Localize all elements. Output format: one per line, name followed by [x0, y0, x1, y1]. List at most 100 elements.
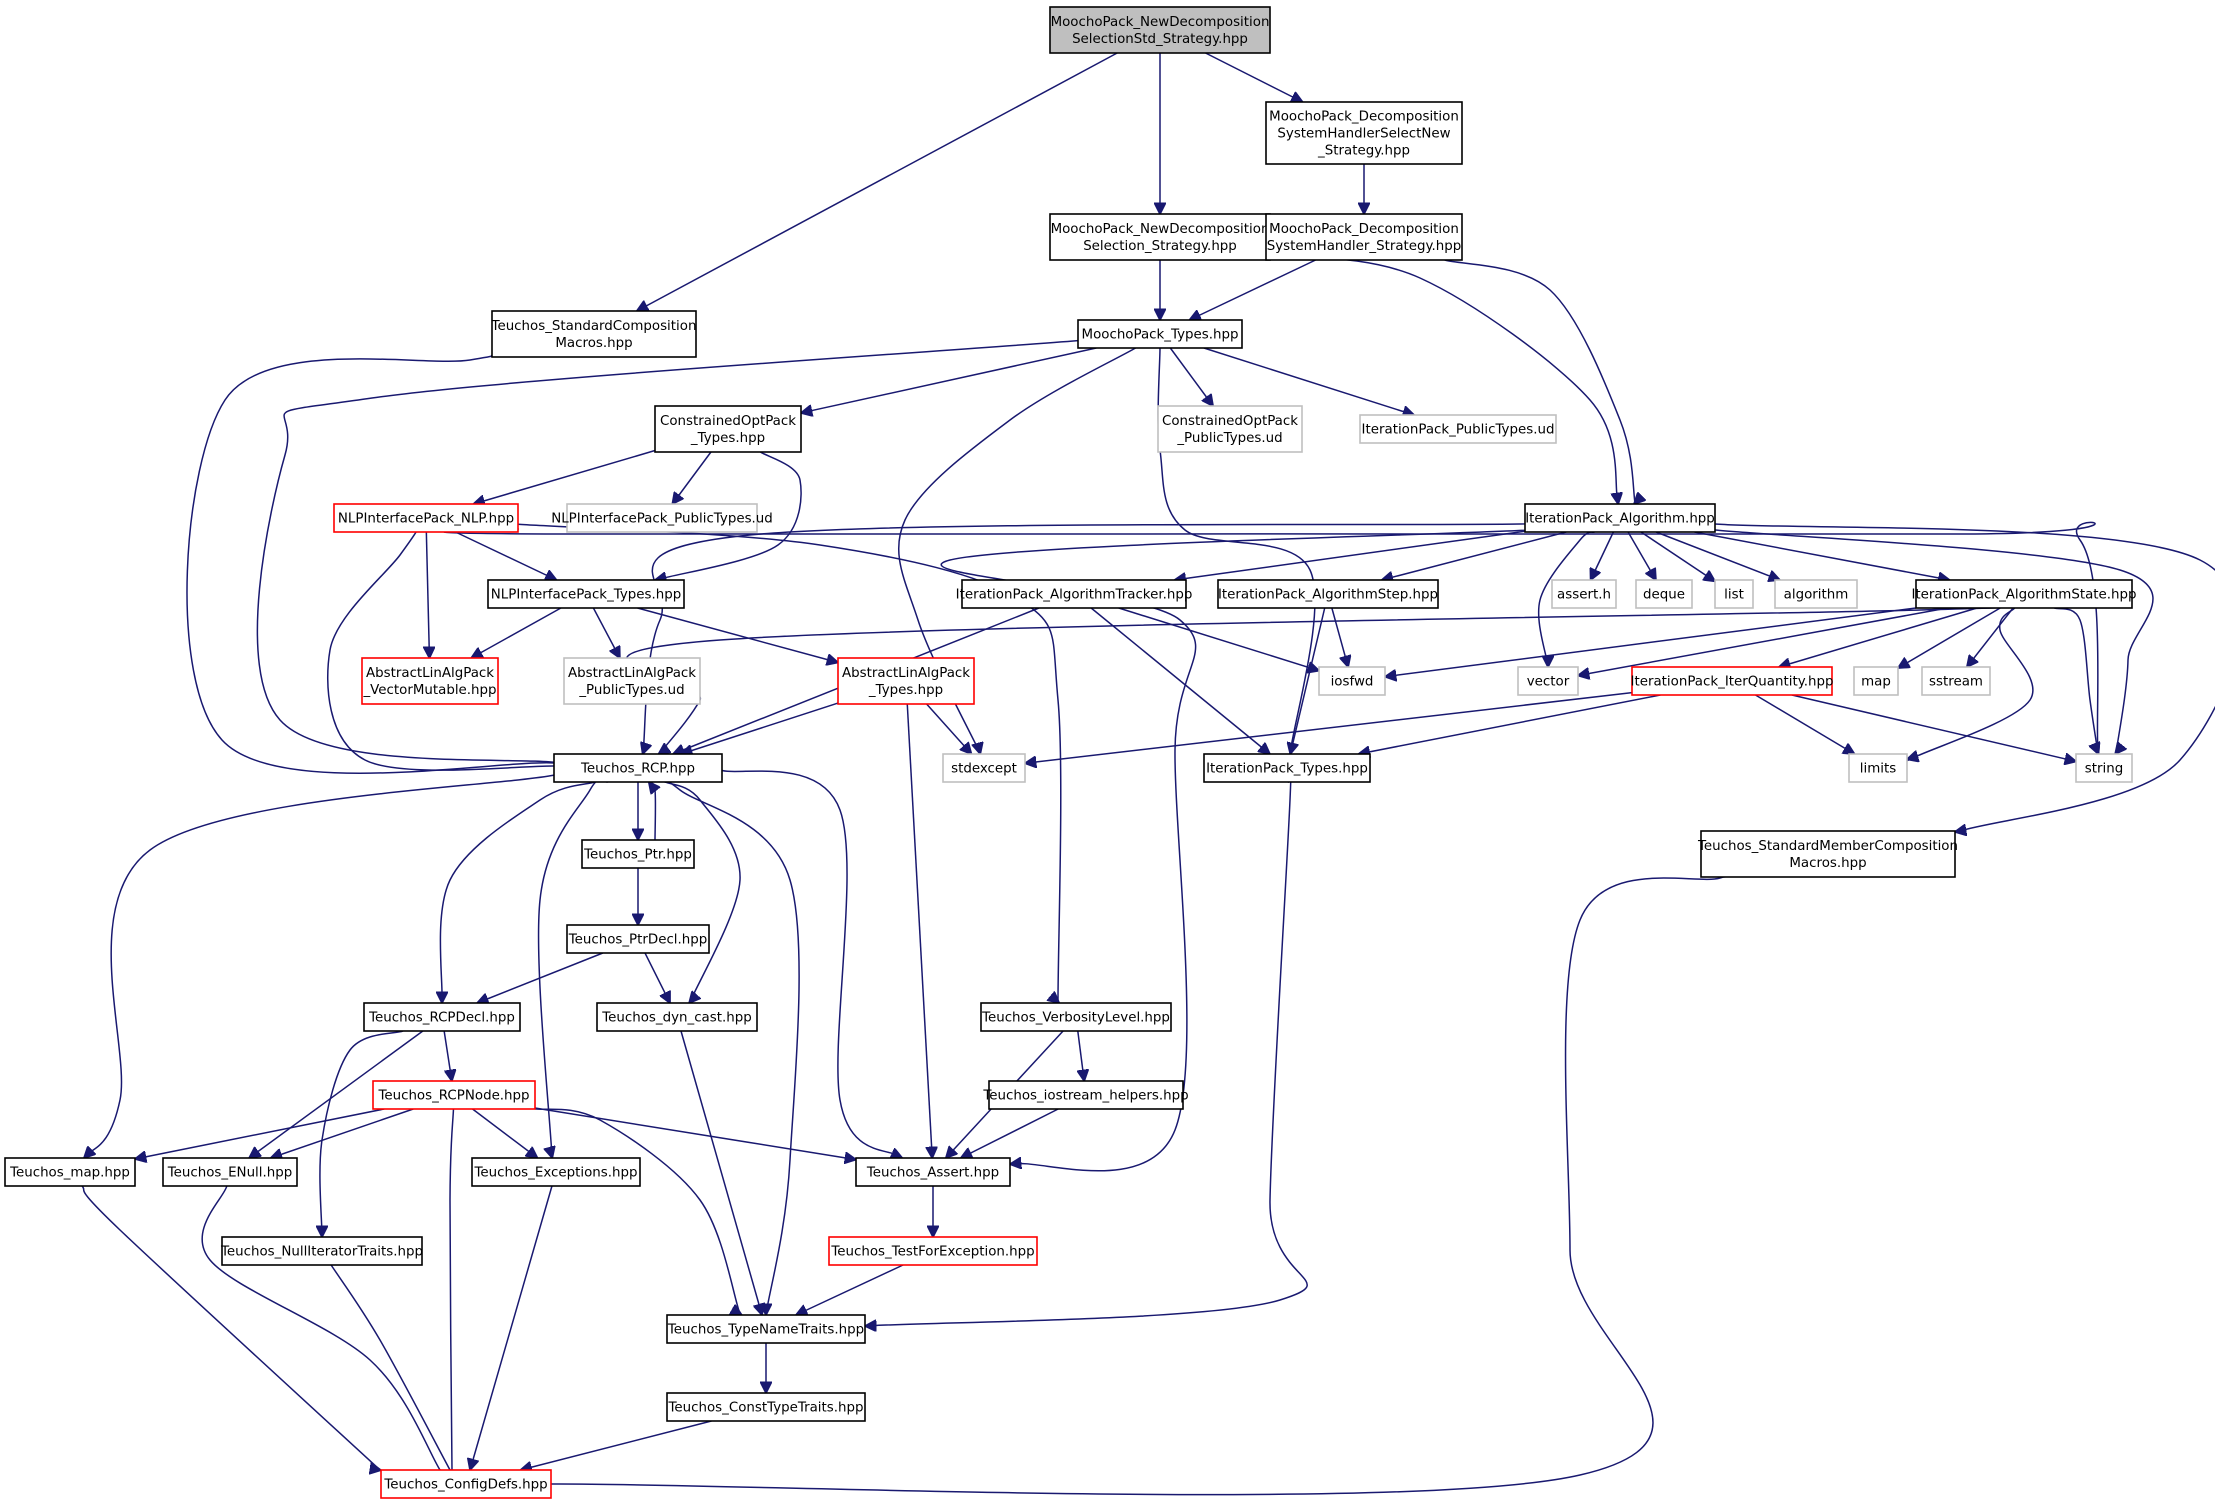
node-limits: limits [1848, 753, 1908, 783]
node-nlpt[interactable]: NLPInterfacePack_Types.hpp [487, 579, 685, 609]
node-label: list [1724, 587, 1744, 602]
node-enull[interactable]: Teuchos_ENull.hpp [162, 1157, 298, 1187]
edge-dshs-to-ipa [1444, 259, 1636, 511]
node-ipat[interactable]: IterationPack_AlgorithmTracker.hpp [956, 579, 1193, 609]
node-copt[interactable]: ConstrainedOptPack_Types.hpp [654, 405, 802, 453]
node-label: Selection_Strategy.hpp [1083, 239, 1237, 254]
node-label: MoochoPack_Types.hpp [1082, 327, 1239, 342]
node-box [487, 579, 685, 609]
edge-ipa-to-rcp [642, 522, 1580, 764]
edge-rcpnode-to-cdefs [450, 1108, 453, 1491]
node-box [961, 579, 1187, 609]
node-label: AbstractLinAlgPack [366, 666, 494, 681]
node-box [1077, 319, 1243, 349]
node-box [666, 1392, 866, 1422]
node-iq[interactable]: IterationPack_IterQuantity.hpp [1631, 666, 1834, 696]
node-rcp[interactable]: Teuchos_RCP.hpp [553, 753, 723, 783]
edge-nds-to-ipa [1269, 253, 1620, 512]
node-label: NLPInterfacePack_PublicTypes.ud [551, 511, 773, 526]
node-label: _VectorMutable.hpp [362, 683, 496, 698]
node-rcpdecl[interactable]: Teuchos_RCPDecl.hpp [363, 1002, 521, 1032]
node-sstream: sstream [1921, 666, 1991, 696]
node-coptud: ConstrainedOptPack_PublicTypes.ud [1157, 405, 1303, 453]
node-box [1631, 666, 1833, 696]
node-label: Teuchos_StandardMemberComposition [1697, 839, 1958, 854]
node-label: Teuchos_StandardComposition [491, 319, 697, 334]
node-map: map [1853, 666, 1899, 696]
node-exc[interactable]: Teuchos_Exceptions.hpp [471, 1157, 641, 1187]
node-label: NLPInterfacePack_Types.hpp [491, 587, 681, 602]
node-ipt[interactable]: IterationPack_Types.hpp [1203, 753, 1371, 783]
node-label: limits [1860, 761, 1896, 776]
node-dshsns[interactable]: MoochoPack_DecompositionSystemHandlerSel… [1265, 101, 1463, 165]
node-box [1714, 579, 1754, 609]
node-label: Teuchos_RCP.hpp [580, 761, 695, 776]
edge-rcpnode-to-tmap [135, 1108, 385, 1159]
node-box [1265, 101, 1463, 165]
node-verb[interactable]: Teuchos_VerbosityLevel.hpp [980, 1002, 1172, 1032]
node-tassert[interactable]: Teuchos_Assert.hpp [855, 1157, 1011, 1187]
node-smcm[interactable]: Teuchos_StandardMemberCompositionMacros.… [1697, 830, 1958, 878]
node-label: Teuchos_dyn_cast.hpp [601, 1010, 752, 1025]
node-tmap[interactable]: Teuchos_map.hpp [4, 1157, 136, 1187]
edge-ipa-to-ipas [1382, 531, 1567, 580]
node-ipast[interactable]: IterationPack_AlgorithmState.hpp [1911, 579, 2137, 609]
node-label: Teuchos_Exceptions.hpp [474, 1165, 638, 1180]
node-ioh[interactable]: Teuchos_iostream_helpers.hpp [982, 1080, 1189, 1110]
node-nds[interactable]: MoochoPack_NewDecompositionSelection_Str… [1049, 213, 1271, 261]
edge-ipt-to-tnt [834, 763, 1308, 1328]
node-label: IterationPack_IterQuantity.hpp [1631, 674, 1834, 689]
node-label: IterationPack_AlgorithmStep.hpp [1218, 587, 1438, 602]
node-rcpnode[interactable]: Teuchos_RCPNode.hpp [372, 1080, 536, 1110]
node-tfe[interactable]: Teuchos_TestForException.hpp [828, 1236, 1038, 1266]
node-ptr[interactable]: Teuchos_Ptr.hpp [581, 839, 695, 869]
edge-ipa-to-deque [1627, 531, 1656, 580]
edge-ipast-to-iosfwd [1385, 607, 1917, 677]
node-label: Teuchos_RCPDecl.hpp [368, 1010, 515, 1025]
edge-nlp-to-alvm [426, 531, 429, 658]
edge-alt-to-tassert [906, 703, 932, 1158]
node-nlp[interactable]: NLPInterfacePack_NLP.hpp [333, 503, 519, 533]
edge-nlpt-to-alt [637, 607, 838, 663]
node-dshs[interactable]: MoochoPack_DecompositionSystemHandler_St… [1265, 213, 1463, 261]
node-label: MoochoPack_NewDecomposition [1051, 15, 1270, 30]
node-stdexcept: stdexcept [942, 753, 1026, 783]
edge-alt-to-rcp [681, 702, 839, 754]
node-label: Teuchos_VerbosityLevel.hpp [981, 1010, 1170, 1025]
node-label: string [2085, 761, 2123, 776]
node-asserth: assert.h [1551, 579, 1617, 609]
node-tnt[interactable]: Teuchos_TypeNameTraits.hpp [666, 1314, 866, 1344]
node-dyncast[interactable]: Teuchos_dyn_cast.hpp [596, 1002, 758, 1032]
node-algorithm: algorithm [1774, 579, 1858, 609]
node-alvm[interactable]: AbstractLinAlgPack _VectorMutable.hpp [361, 657, 499, 705]
node-ipa[interactable]: IterationPack_Algorithm.hpp [1524, 503, 1716, 533]
node-box [563, 657, 701, 705]
node-cdefs[interactable]: Teuchos_ConfigDefs.hpp [380, 1469, 552, 1499]
node-label: iosfwd [1331, 674, 1374, 689]
node-label: vector [1527, 674, 1570, 689]
node-ctt[interactable]: Teuchos_ConstTypeTraits.hpp [666, 1392, 866, 1422]
node-ptrdecl[interactable]: Teuchos_PtrDecl.hpp [566, 924, 710, 954]
edge-ptr-to-rcp [649, 782, 656, 845]
node-box [1915, 579, 2133, 609]
edge-ipas-to-ipt [1290, 607, 1326, 754]
node-label: _PublicTypes.ud [1176, 431, 1282, 446]
node-mpt[interactable]: MoochoPack_Types.hpp [1077, 319, 1243, 349]
edge-ipast-to-vector [1578, 607, 1948, 676]
node-ipas[interactable]: IterationPack_AlgorithmStep.hpp [1217, 579, 1439, 609]
node-box [581, 839, 695, 869]
node-root[interactable]: MoochoPack_NewDecompositionSelectionStd_… [1049, 6, 1271, 54]
node-box [1517, 666, 1579, 696]
node-nit[interactable]: Teuchos_NullIteratorTraits.hpp [220, 1236, 423, 1266]
node-box [596, 1002, 758, 1032]
edge-ipa-to-tassert [940, 527, 1573, 1172]
edge-root-to-scm [637, 52, 1118, 311]
node-box [1524, 503, 1716, 533]
edge-iq-to-limits [1755, 694, 1854, 754]
node-alt[interactable]: AbstractLinAlgPack_Types.hpp [837, 657, 975, 705]
edge-ipa-to-algorithm [1655, 531, 1780, 580]
node-label: Macros.hpp [1789, 856, 1866, 871]
edge-scm-to-rcp [186, 354, 580, 774]
edge-rcpdecl-to-enull [249, 1030, 424, 1158]
